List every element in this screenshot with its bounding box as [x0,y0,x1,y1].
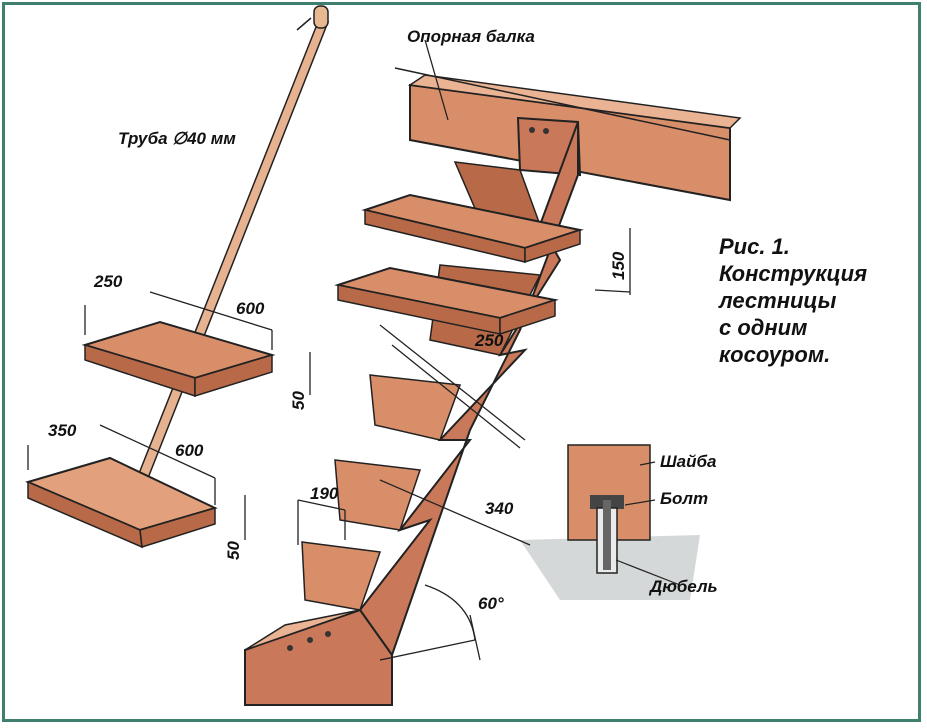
tread-second [334,266,559,336]
tread-top [361,193,584,264]
figure-caption: Рис. 1. Конструкция лестницы с одним кос… [719,233,867,368]
bolt-hole [529,127,535,133]
caption-line: Конструкция [719,261,868,286]
caption-line: с одним [719,315,808,340]
dimension-lines [27,39,631,661]
bolt-hole [543,128,549,134]
pipe-label: Труба ∅40 мм [118,129,236,148]
dim-step-going: 250 [475,331,504,350]
loose-tread-upper [81,320,276,398]
loose-tread-lower [25,456,218,549]
caption-line: косоуром. [719,342,831,367]
washer-label: Шайба [660,452,717,471]
dim-upper-tread-width: 600 [236,299,265,318]
stringer [244,121,579,706]
bolt-label: Болт [660,489,709,508]
dim-stringer-section: 340 [485,499,514,518]
dim-upper-tread-depth: 250 [94,272,123,291]
caption-line: лестницы [719,288,837,313]
dim-step-rise: 150 [609,251,628,280]
support-beam-label: Опорная балка [407,27,535,46]
anchor-detail [567,444,681,586]
caption-line: Рис. 1. [719,234,790,259]
dowel-label: Дюбель [650,577,718,596]
dim-lower-tread-depth: 350 [48,421,77,440]
dim-angle: 60° [478,594,504,613]
dim-step-gap: 190 [310,484,339,503]
dim-lower-tread-width: 600 [175,441,204,460]
dim-upper-tread-thickness: 50 [289,391,308,410]
dim-lower-tread-thickness: 50 [224,541,243,560]
